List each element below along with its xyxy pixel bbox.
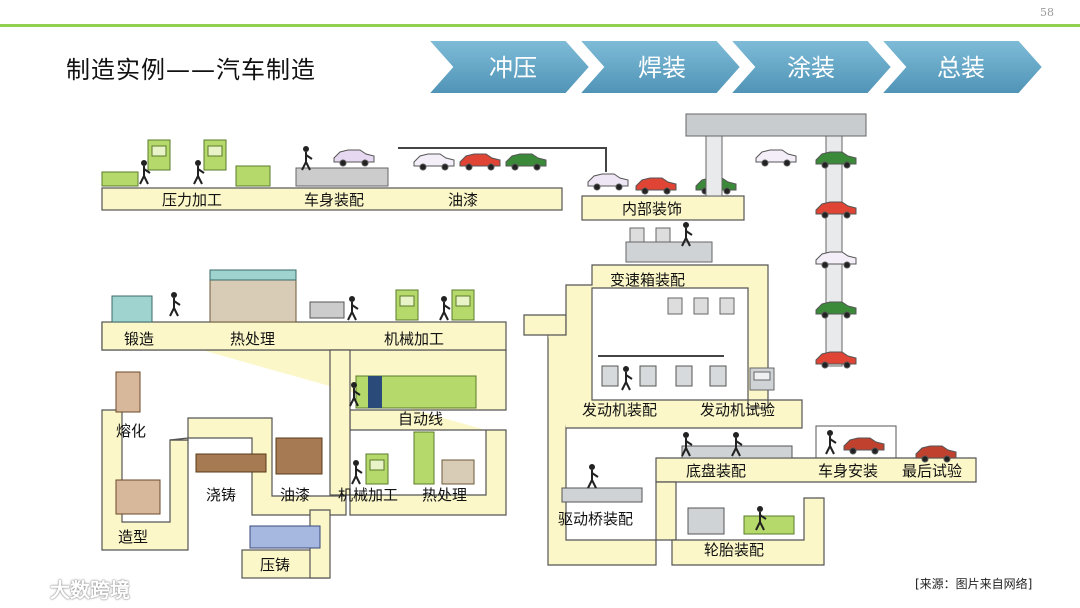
label-auto-line: 自动线 [398,410,443,428]
chassis-station [681,431,793,459]
process-steps: 冲压 焊装 涂装 总装 [428,40,1045,94]
manufacturing-diagram: 压力加工 车身装配 油漆 内部装饰 变速箱装配 锻造 热处理 机械加工 自动线 … [101,113,977,579]
step-label: 总装 [937,54,985,82]
label-heat-treat-bottom: 热处理 [422,486,467,504]
label-melting: 熔化 [116,422,146,440]
label-machining-top: 机械加工 [384,330,444,348]
label-paint-bottom: 油漆 [280,486,310,504]
label-tire-assembly: 轮胎装配 [704,541,764,559]
overhead-storage [685,113,867,369]
label-engine-assembly: 发动机装配 [582,401,657,419]
watermark-logo-icon [9,577,47,595]
label-engine-test: 发动机试验 [700,401,775,419]
step-label: 冲压 [489,54,537,82]
label-heat-treat-top: 热处理 [230,330,275,348]
label-body-assembly: 车身装配 [304,191,364,209]
tire-station [687,505,795,535]
label-interior: 内部装饰 [622,200,682,218]
body-mount-station [815,425,957,463]
page-number: 58 [1040,6,1054,19]
label-machining-bottom: 机械加工 [338,486,398,504]
auto-line-station [349,375,477,409]
station-labels: 压力加工 车身装配 油漆 内部装饰 变速箱装配 锻造 热处理 机械加工 自动线 … [116,191,962,574]
label-drive-axle: 驱动桥装配 [558,510,633,528]
label-press: 压力加工 [162,191,222,209]
die-casting-machine [249,525,321,549]
machining-bottom-station [351,431,475,485]
slide-title: 制造实例——汽车制造 [66,56,316,84]
step-painting: 涂装 [728,40,894,94]
casting-station [195,437,323,475]
step-stamping: 冲压 [428,40,592,94]
watermark-text: 大数跨境 [50,578,130,602]
step-welding: 焊装 [577,40,743,94]
label-molding: 造型 [118,528,148,546]
step-label: 焊装 [638,54,686,82]
molding-station [115,479,161,515]
label-body-mount: 车身安装 [818,462,878,480]
label-chassis-assembly: 底盘装配 [686,462,746,480]
melting-furnace [115,371,141,413]
body-assembly-station [295,145,389,187]
engine-line [598,355,775,391]
label-forging: 锻造 [124,330,154,348]
top-accent-line [0,24,1080,27]
label-final-test: 最后试验 [902,462,962,480]
step-assembly: 总装 [879,40,1045,94]
drive-axle-station [561,463,643,503]
heat-treat-furnace [209,269,297,323]
label-casting: 浇铸 [206,486,236,504]
forging-station [111,291,181,323]
machining-top-station [309,289,475,321]
conveyor-bands [101,187,977,579]
label-die-casting: 压铸 [260,556,290,574]
step-label: 涂装 [787,54,835,82]
gearbox-station [625,221,735,315]
source-credit: [来源：图片来自网络] [915,577,1033,591]
label-gearbox: 变速箱装配 [610,271,685,289]
label-paint-top: 油漆 [448,191,478,209]
press-machines [101,139,271,187]
paint-line-top [398,147,607,172]
